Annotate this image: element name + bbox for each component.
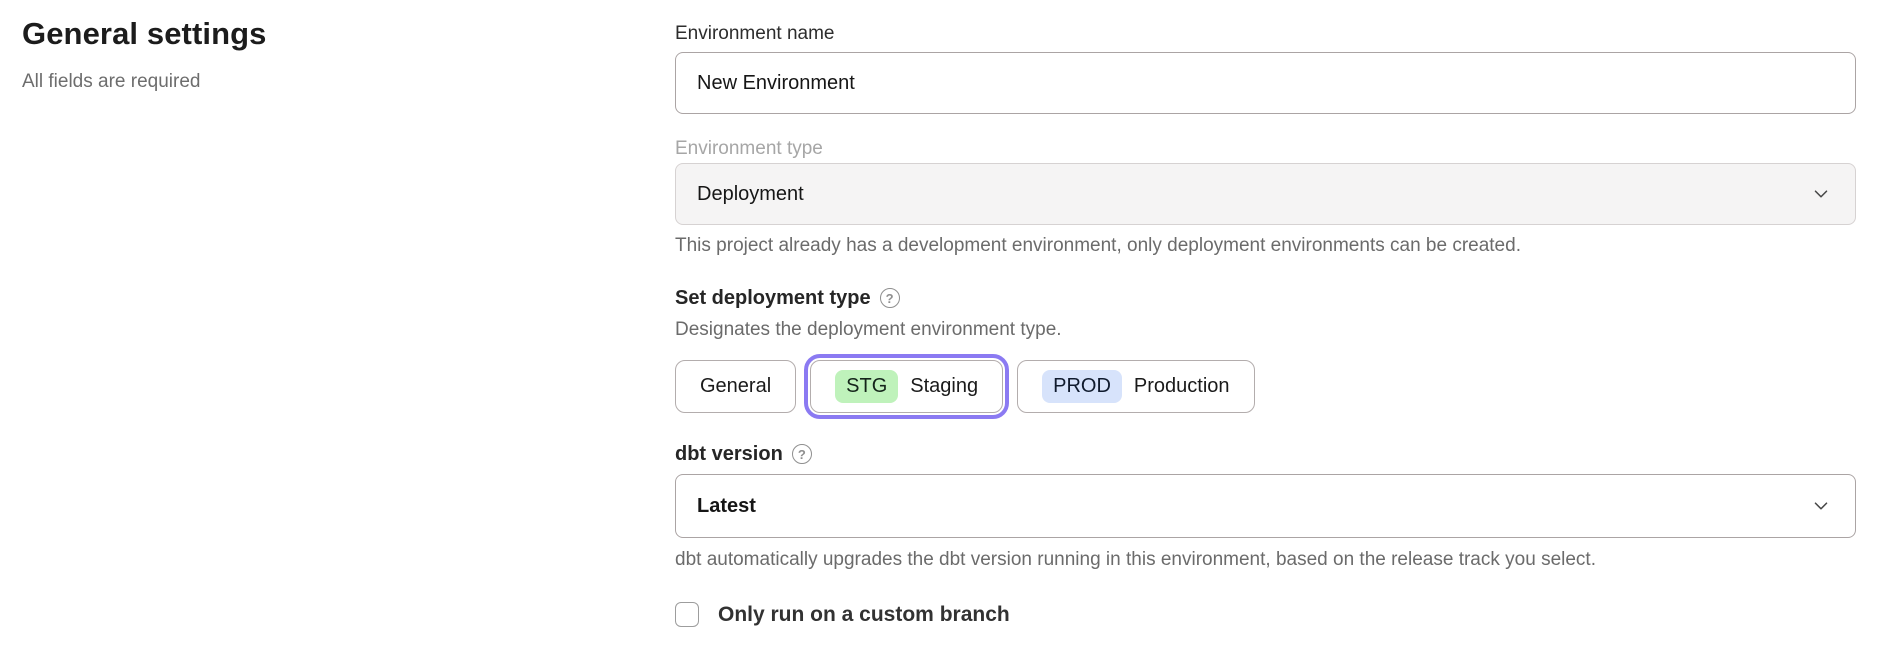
environment-type-value: Deployment [697,182,804,205]
option-label: General [700,375,772,397]
custom-branch-row: Only run on a custom branch [675,602,1856,627]
settings-header: General settings All fields are required [22,16,582,93]
dbt-version-value: Latest [697,494,756,517]
custom-branch-checkbox[interactable] [675,602,699,627]
question-mark-circle-icon[interactable]: ? [879,288,900,308]
dbt-version-label: dbt version [675,443,783,465]
dbt-version-help-text: dbt automatically upgrades the dbt versi… [675,549,1596,570]
custom-branch-label[interactable]: Only run on a custom branch [718,602,1010,626]
page-subtitle: All fields are required [22,71,201,92]
page-title: General settings [22,16,267,51]
environment-type-label: Environment type [675,138,823,159]
chevron-down-icon [1814,502,1828,510]
deployment-type-option-general[interactable]: General [675,360,797,413]
dbt-version-header: dbt version ? [675,440,1856,468]
chevron-down-icon [1814,190,1828,198]
dbt-version-select[interactable]: Latest [675,474,1856,538]
environment-name-input[interactable] [675,52,1856,114]
deployment-type-options: General STG Staging PROD Production [675,354,1856,419]
deployment-type-option-staging[interactable]: STG Staging [804,354,1010,419]
deployment-type-option-production[interactable]: PROD Production [1017,360,1255,413]
option-label: Staging [910,375,979,397]
option-label: Production [1133,375,1230,397]
deployment-type-description: Designates the deployment environment ty… [675,319,1062,340]
environment-type-help-text: This project already has a development e… [675,235,1521,256]
prod-badge: PROD [1042,370,1122,403]
question-mark-circle-icon[interactable]: ? [791,444,812,464]
environment-name-label: Environment name [675,23,835,44]
environment-form: Environment name Environment type Deploy… [675,0,1856,627]
deployment-type-header: Set deployment type ? [675,284,1856,312]
stg-badge: STG [835,370,899,403]
deployment-type-label: Set deployment type [675,287,871,309]
environment-type-select: Deployment [675,163,1856,225]
